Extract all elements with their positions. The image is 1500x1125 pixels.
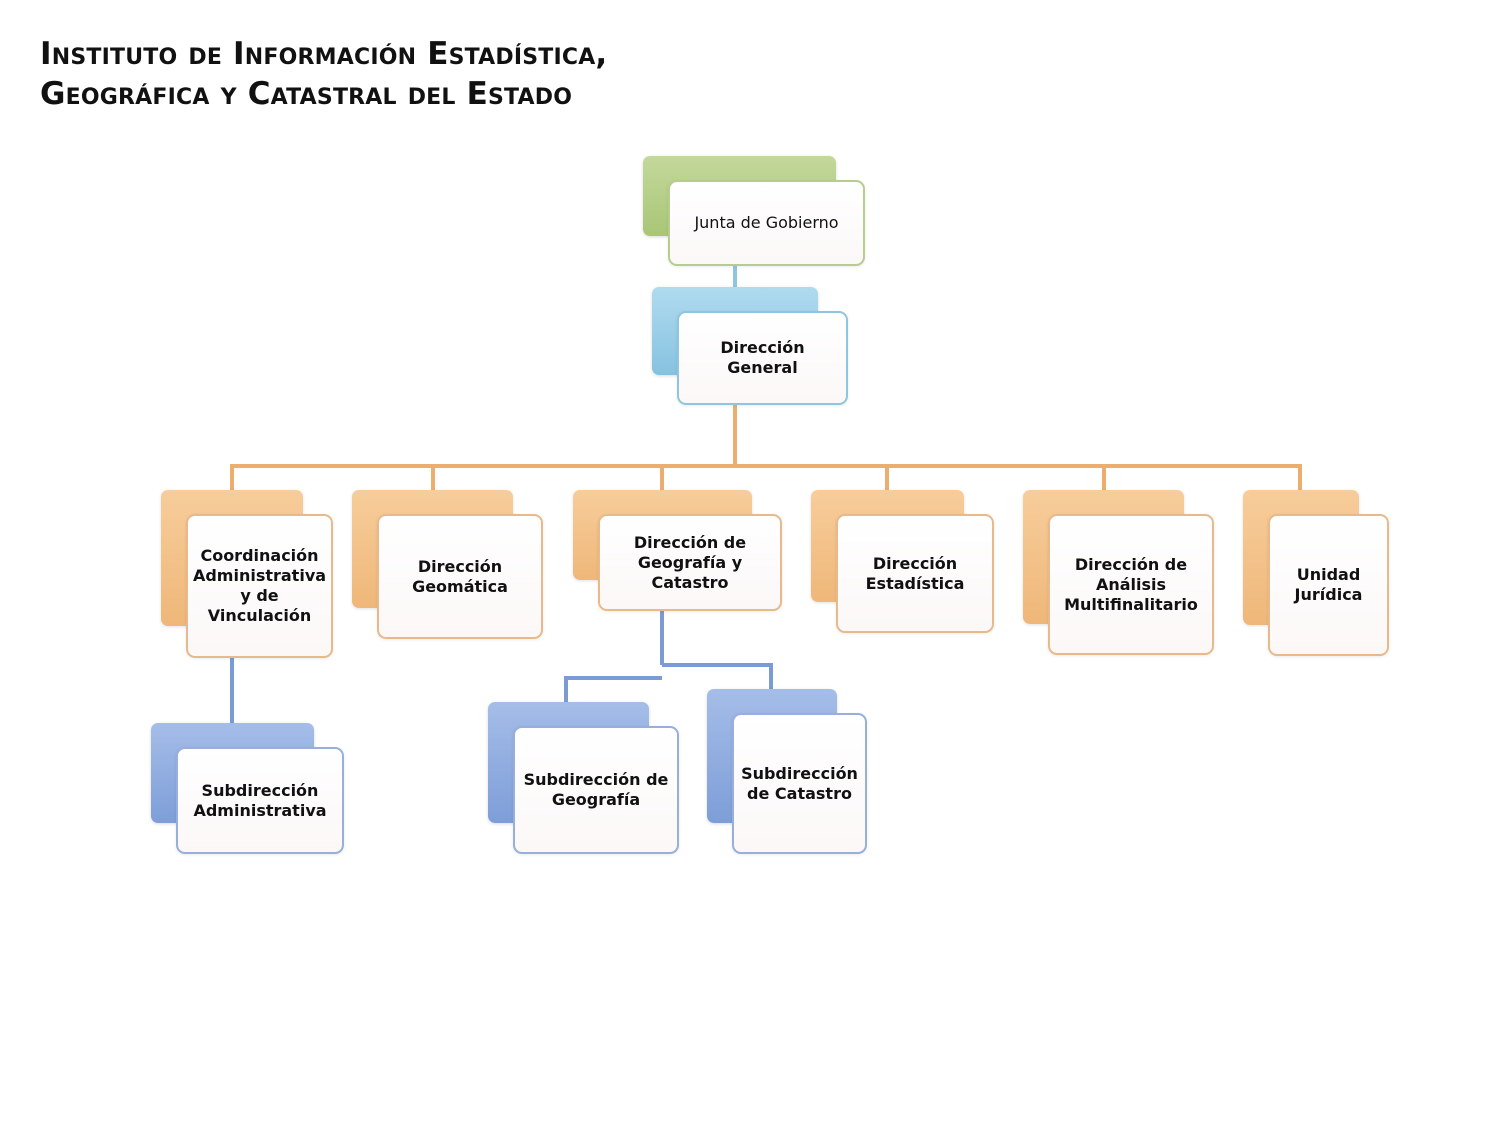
node-subdireccion-catastro: Subdirección de Catastro xyxy=(707,689,867,854)
node-direccion-estadistica: Dirección Estadística xyxy=(811,490,994,633)
node-subdireccion-administrativa: Subdirección Administrativa xyxy=(151,723,344,854)
connector-geografia-subs xyxy=(564,611,773,703)
node-direccion-analisis-multifinalitario: Dirección de Análisis Multifinalitario xyxy=(1023,490,1214,655)
node-direccion-geomatica: Dirección Geomática xyxy=(352,490,543,639)
title-line-2: Geográfica y Catastral del Estado xyxy=(40,76,573,112)
node-unidad-juridica: Unidad Jurídica xyxy=(1243,490,1389,656)
title-line-1: Instituto de Información Estadística, xyxy=(40,36,608,72)
node-direccion-geografia-catastro: Dirección de Geografía y Catastro xyxy=(573,490,782,611)
node-junta-de-gobierno: Junta de Gobierno xyxy=(643,156,865,266)
node-coordinacion-administrativa: Coordinación Administrativa y de Vincula… xyxy=(161,490,333,658)
page-title: Instituto de Información Estadística, Ge… xyxy=(40,34,607,114)
node-direccion-general: Dirección General xyxy=(652,287,848,405)
node-label: Dirección General xyxy=(720,338,805,377)
node-subdireccion-geografia: Subdirección de Geografía xyxy=(488,702,679,854)
connector-direccion-children xyxy=(230,404,1302,490)
node-label: Junta de Gobierno xyxy=(694,213,839,232)
